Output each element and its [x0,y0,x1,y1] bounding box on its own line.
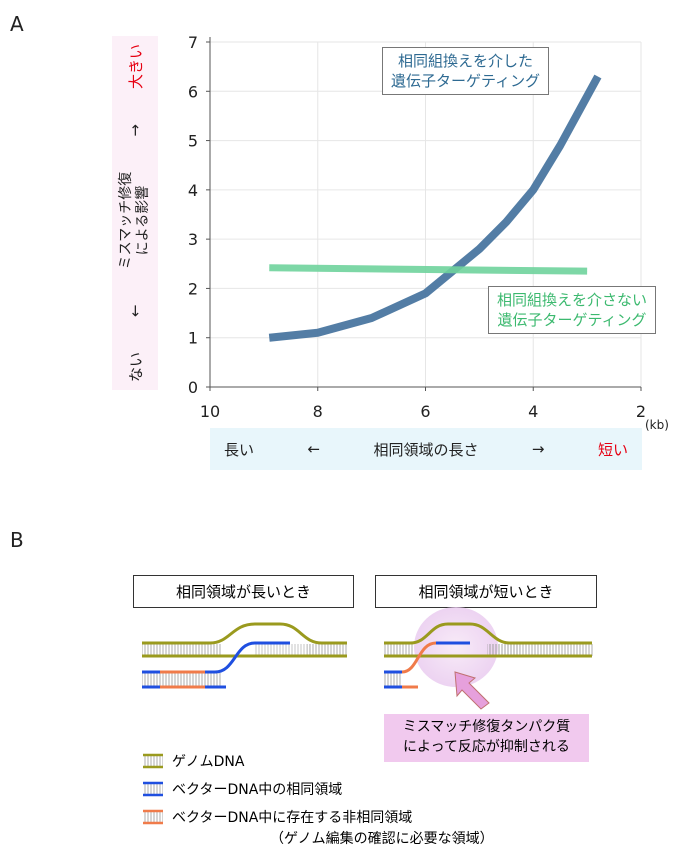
legend-homology: ベクターDNA中の相同領域 [172,782,343,798]
x-tick-label: 6 [420,402,430,421]
series-label-green-line1: 相同組換えを介さない [497,291,648,309]
arrow-icon [454,671,490,710]
genome-top-strand [142,622,347,645]
vector-genome-rungs [255,644,310,656]
callout-line2: によって反応が抑制される [403,739,570,755]
legend-note: （ゲノム編集の確認に必要な領域） [270,831,494,847]
y-tick-label: 1 [188,329,198,348]
legend-swatch-genome [143,753,163,769]
y-tick-label: 5 [188,132,198,151]
legend-nonhomology: ベクターDNA中に存在する非相同領域 [172,810,413,826]
x-label-right-arrow: → [531,440,545,458]
x-tick-label: 10 [200,402,220,421]
legend-swatch-homology [143,781,163,797]
x-tick-label: 8 [313,402,323,421]
panel-b-label: B [10,528,24,552]
genome-rungs [307,644,347,656]
short-homology-diagram [384,607,594,710]
long-homology-diagram [142,622,347,689]
y-tick-label: 7 [188,33,198,52]
y-axis-label-box: ない ← ミスマッチ修復による影響 → 大きい [112,36,158,390]
mismatch-repair-callout: ミスマッチ修復タンパク質 によって反応が抑制される [384,714,589,762]
series-label-blue: 相同組換えを介した 遺伝子ターゲティング [382,47,550,95]
series-label-blue-line1: 相同組換えを介した [398,52,534,70]
callout-line1: ミスマッチ修復タンパク質 [402,719,571,735]
x-label-left-arrow: ← [307,440,321,458]
series-line-0 [268,74,602,342]
x-axis-label-box: 長い ← 相同領域の長さ → 短い [210,428,642,470]
vector-homology-strand [214,641,290,674]
y-tick-label: 3 [188,230,198,249]
x-label-right: 短い [597,440,628,459]
x-tick-label: 4 [528,402,538,421]
x-label-left: 長い [224,440,255,459]
short-homology-title: 相同領域が短いとき [375,575,597,608]
series-label-green: 相同組換えを介さない 遺伝子ターゲティング [488,286,657,334]
x-unit-label: (kb) [645,418,669,432]
series-line-1 [269,264,588,275]
series-label-green-line2: 遺伝子ターゲティング [497,311,647,329]
legend-genome: ゲノムDNA [172,754,245,770]
long-homology-title: 相同領域が長いとき [133,575,354,608]
series-label-blue-line2: 遺伝子ターゲティング [391,72,541,90]
vector-rungs [142,673,222,686]
y-tick-label: 6 [188,82,198,101]
legend-swatch-nonhomology [143,809,163,825]
panel-a-label: A [10,12,24,36]
y-tick-label: 0 [188,378,198,397]
x-label-center: 相同領域の長さ [373,440,479,459]
genome-rungs [142,644,222,656]
y-tick-label: 2 [188,279,198,298]
mismatch-repair-protein [414,607,498,687]
x-tick-label: 2 [636,402,646,421]
y-tick-label: 4 [188,181,198,200]
